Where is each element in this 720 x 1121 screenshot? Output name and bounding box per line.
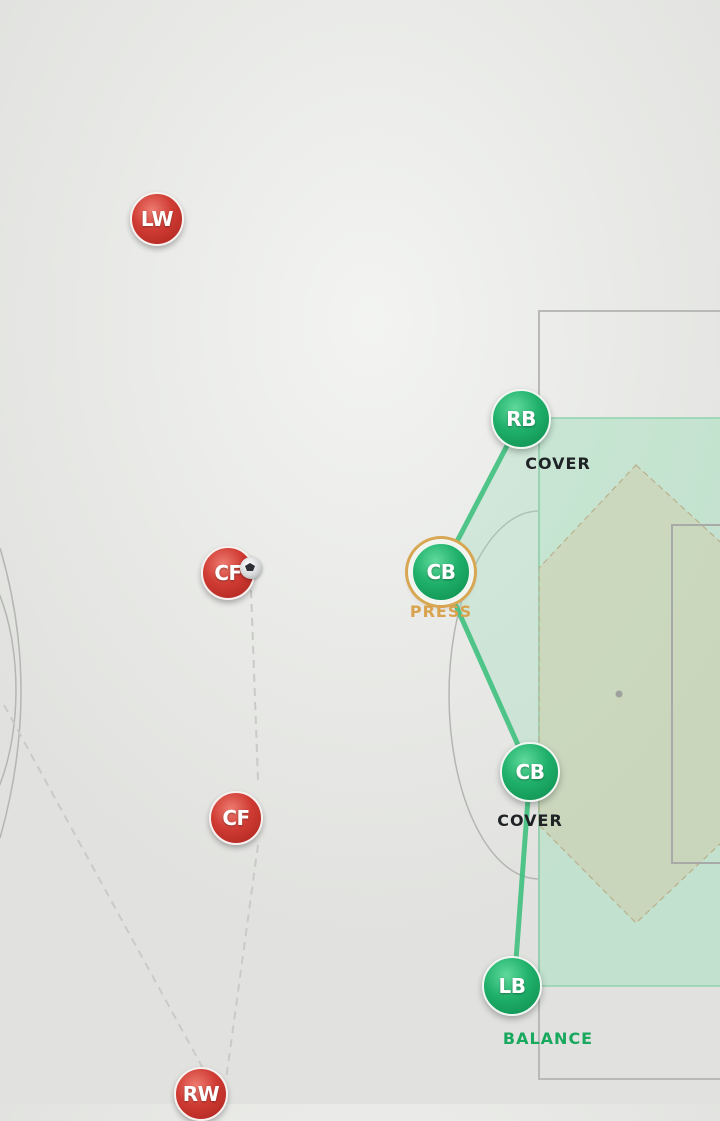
hex-zone — [538, 464, 720, 924]
opponent-cf[interactable]: CF — [209, 791, 263, 845]
defensive-zone — [538, 417, 720, 987]
defender-cb-press[interactable]: CB — [411, 542, 471, 602]
defender-cb-cover[interactable]: CB — [500, 742, 560, 802]
line-shading — [441, 419, 539, 772]
role-label-rb: COVER — [525, 454, 591, 473]
role-label-cb-cover: COVER — [497, 811, 563, 830]
role-label-lb: BALANCE — [502, 1029, 594, 1048]
passing-lane — [225, 844, 259, 1081]
opponent-rw[interactable]: RW — [174, 1067, 228, 1121]
role-label-cb-press: PRESS — [409, 602, 473, 621]
goal-area — [671, 524, 720, 864]
defender-rb[interactable]: RB — [491, 389, 551, 449]
passing-lane — [3, 704, 206, 1073]
center-circle-arc — [0, 593, 17, 787]
defensive-line — [438, 416, 533, 990]
penalty-spot — [615, 690, 623, 698]
center-circle-arc-edge — [0, 547, 22, 839]
passing-lane — [250, 589, 259, 781]
soccer-ball-icon — [240, 557, 262, 579]
penalty-arc — [448, 510, 540, 880]
opponent-lw[interactable]: LW — [130, 192, 184, 246]
defender-lb[interactable]: LB — [482, 956, 542, 1016]
